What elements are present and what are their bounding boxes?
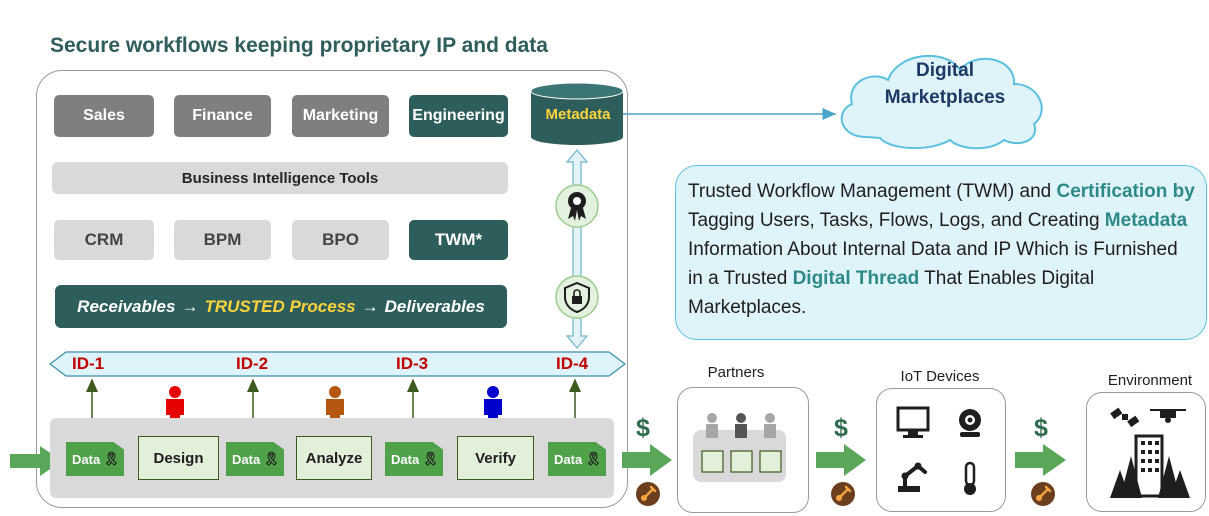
dollar-sign: $ [636, 414, 650, 442]
twm-callout: Trusted Workflow Management (TWM) and Ce… [675, 165, 1207, 340]
tool-bpm: BPM [174, 220, 271, 260]
environment-label: Environment [1107, 372, 1193, 389]
ribbon-badge-icon: 🎗 [422, 451, 439, 466]
tool-bpo: BPO [292, 220, 389, 260]
iot-panel [876, 388, 1006, 512]
dept-finance: Finance [174, 95, 271, 137]
padlock-shield-icon [555, 275, 599, 319]
dept-sales: Sales [54, 95, 154, 137]
step-design: Design [138, 436, 219, 480]
tool-crm: CRM [54, 220, 154, 260]
callout-text-4: That Enables Digital Marketplaces. [688, 268, 1095, 318]
receivables-label: Receivables [77, 296, 176, 316]
callout-emphasis-certification: Certification by [1056, 181, 1195, 202]
guitar-pick-coin-icon [831, 482, 855, 506]
dept-marketing: Marketing [292, 95, 389, 137]
cloud-icon [840, 54, 1043, 150]
trusted-process-label: TRUSTED Process [204, 296, 356, 316]
data-doc-label: Data [72, 451, 101, 467]
person-icon [166, 386, 184, 423]
callout-emphasis-metadata: Metadata [1104, 210, 1188, 231]
cloud-label: Digital Marketplaces [860, 57, 1030, 111]
data-doc-label: Data [391, 451, 420, 467]
trusted-process-bar: Receivables → TRUSTED Process → Delivera… [55, 285, 507, 328]
tool-twm: TWM* [409, 220, 508, 260]
dollar-sign: $ [834, 414, 848, 442]
guitar-pick-coin-icon [636, 482, 660, 506]
guitar-pick-coin-icon [1031, 482, 1055, 506]
data-doc-label: Data [554, 451, 583, 467]
data-doc-1: Data🎗 [66, 442, 124, 476]
ribbon-badge-icon: 🎗 [263, 451, 280, 466]
arrow-right-icon: → [361, 296, 379, 316]
person-icon [326, 386, 344, 423]
metadata-label: Metadata [545, 106, 611, 123]
dept-engineering: Engineering [409, 95, 508, 137]
bi-tools-bar: Business Intelligence Tools [52, 162, 508, 194]
iot-devices-label: IoT Devices [900, 368, 980, 385]
dollar-sign: $ [1034, 414, 1048, 442]
environment-panel [1086, 392, 1206, 512]
person-icon [484, 386, 502, 423]
page-title: Secure workflows keeping proprietary IP … [50, 34, 548, 57]
callout-text-1: Trusted Workflow Management (TWM) and [688, 181, 1052, 202]
step-verify: Verify [457, 436, 534, 480]
ribbon-badge-icon: 🎗 [103, 451, 120, 466]
callout-text-3: Information About Internal Data and IP W… [688, 239, 1178, 289]
data-doc-label: Data [232, 451, 261, 467]
id-banner [49, 351, 626, 377]
cloud-label-line2: Marketplaces [884, 87, 1006, 108]
callout-emphasis-digital-thread: Digital Thread [792, 268, 920, 289]
chain-arrow-1 [622, 444, 672, 476]
arrow-right-icon: → [181, 296, 199, 316]
id-label-1: ID-1 [72, 354, 105, 373]
ribbon-badge-icon: 🎗 [585, 451, 602, 466]
partners-panel [677, 387, 809, 513]
partners-label: Partners [707, 364, 765, 381]
callout-text-2: Tagging Users, Tasks, Flows, Logs, and C… [688, 210, 1105, 231]
data-doc-4: Data🎗 [548, 442, 606, 476]
input-arrow [10, 446, 62, 476]
certificate-ribbon-icon [555, 184, 599, 228]
chain-arrow-3 [1015, 444, 1066, 476]
data-doc-2: Data🎗 [226, 442, 284, 476]
cloud-label-line1: Digital [915, 60, 975, 81]
step-analyze: Analyze [296, 436, 372, 480]
deliverables-label: Deliverables [384, 296, 485, 316]
id-label-3: ID-3 [396, 354, 429, 373]
trust-thread-double-arrow [565, 149, 589, 349]
metadata-database-icon [530, 82, 624, 145]
id-label-4: ID-4 [556, 354, 589, 373]
id-label-2: ID-2 [236, 354, 269, 373]
chain-arrow-2 [816, 444, 866, 476]
data-doc-3: Data🎗 [385, 442, 443, 476]
